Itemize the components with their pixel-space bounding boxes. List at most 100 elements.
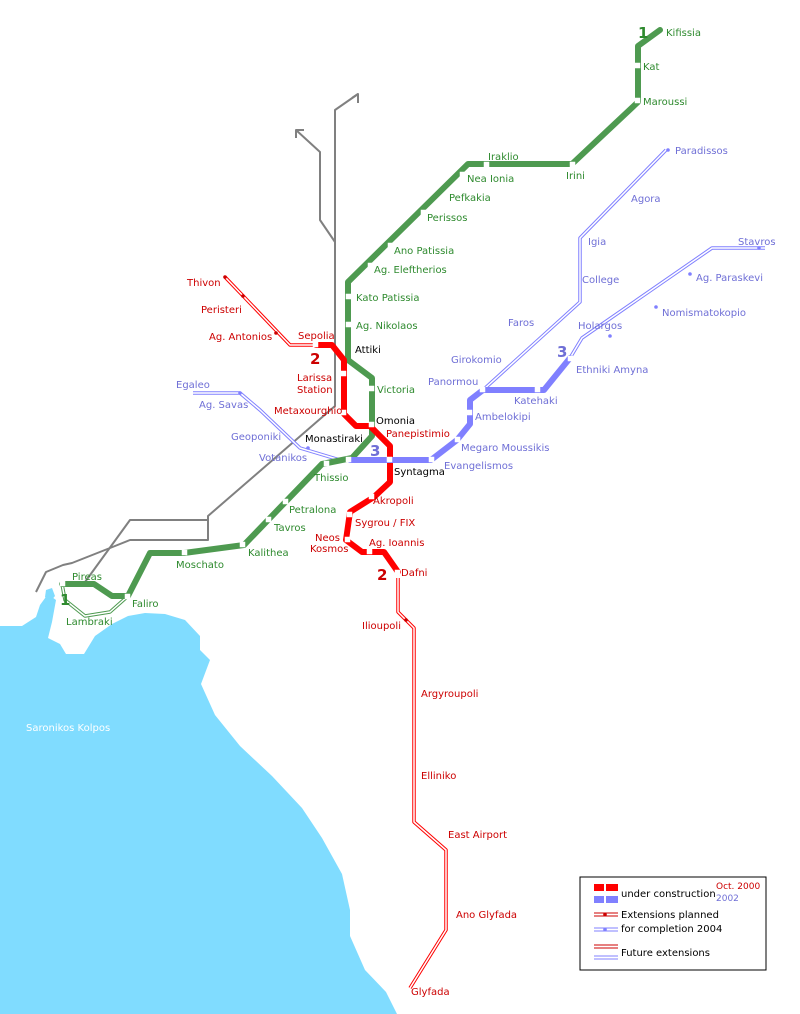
station-victoria: Victoria (377, 385, 415, 396)
station-markers (59, 62, 641, 600)
station-paradissos: Paradissos (675, 146, 728, 157)
station-kat: Kat (643, 62, 660, 73)
station-kifissia: Kifissia (666, 28, 701, 39)
line3-number-east: 3 (557, 343, 567, 361)
station-monastiraki: Monastiraki (305, 434, 363, 445)
station-nea-ionia: Nea Ionia (467, 174, 514, 185)
railway-north-arrow (351, 93, 359, 103)
station-attiki: Attiki (355, 345, 381, 356)
station-katehaki: Katehaki (514, 396, 558, 407)
station-ag-eleftherios: Ag. Eleftherios (374, 265, 447, 276)
station-agora: Agora (631, 194, 661, 205)
legend-date-blue: 2002 (716, 894, 739, 904)
station-faliro: Faliro (132, 599, 159, 610)
station-ambelokipi: Ambelokipi (475, 412, 531, 423)
sea-islet (45, 588, 55, 602)
station-geoponiki: Geoponiki (231, 432, 281, 443)
station-faros: Faros (508, 318, 534, 329)
line1-number-north: 1 (638, 24, 648, 42)
station-glyfada: Glyfada (411, 987, 450, 998)
line3-future-paradissos-inner (482, 149, 667, 391)
line2-future-north-inner (224, 276, 316, 346)
legend-box (579, 876, 767, 971)
station-girokomio: Girokomio (451, 355, 502, 366)
station-stavros: Stavros (738, 237, 776, 248)
station-college: College (582, 275, 619, 286)
station-pireas: Pireas (72, 572, 102, 583)
station-holargos: Holargos (578, 321, 622, 332)
station-sepolia: Sepolia (298, 331, 335, 342)
line2-track (313, 342, 401, 575)
line1-lambraki-loop-outer (60, 583, 130, 618)
line3-future-stavros-inner (569, 247, 765, 359)
future-station-dots (223, 148, 761, 622)
line2-number-north: 2 (310, 350, 320, 368)
station-ano-patissia: Ano Patissia (394, 246, 454, 257)
legend-date-red: Oct. 2000 (716, 882, 760, 892)
legend-under-construction: under construction (621, 889, 716, 900)
station-ag-paraskevi: Ag. Paraskevi (696, 273, 763, 284)
railway-west (295, 129, 336, 243)
line1-lambraki-loop-inner (61, 583, 129, 617)
station-peristeri: Peristeri (201, 305, 242, 316)
station-thissio: Thissio (313, 473, 349, 484)
station-irini: Irini (566, 171, 585, 182)
station-lambraki: Lambraki (66, 617, 113, 628)
sea-label: Saronikos Kolpos (26, 723, 110, 734)
station-iraklio: Iraklio (488, 152, 519, 163)
station-moschato: Moschato (176, 560, 224, 571)
legend: under construction Oct. 2000 2002 Extens… (579, 876, 767, 971)
station-megaro-moussikis: Megaro Moussikis (461, 443, 550, 454)
line1-number-south: 1 (60, 591, 70, 609)
station-maroussi: Maroussi (643, 97, 687, 108)
station-sygrou-fix: Sygrou / FIX (355, 518, 415, 529)
station-larissa-line1: Larissa (297, 373, 332, 384)
station-ag-antonios: Ag. Antonios (209, 332, 272, 343)
line3-future-paradissos-outer (481, 148, 668, 392)
station-votanikos: Votanikos (259, 453, 307, 464)
station-larissa-line2: Station (297, 385, 333, 396)
station-egaleo: Egaleo (176, 380, 210, 391)
station-omonia: Omonia (376, 416, 415, 427)
station-neos-line1: Neos (315, 533, 340, 544)
station-dafni: Dafni (401, 568, 427, 579)
station-ag-savas: Ag. Savas (199, 400, 248, 411)
line2-number-south: 2 (377, 566, 387, 584)
station-kalithea: Kalithea (248, 548, 289, 559)
legend-future-extensions: Future extensions (621, 948, 710, 959)
station-akropoli: Akropoli (373, 496, 414, 507)
station-ag-nikolaos: Ag. Nikolaos (356, 321, 418, 332)
station-evangelismos: Evangelismos (444, 461, 513, 472)
station-panormou: Panormou (428, 377, 478, 388)
line3-future-stavros-outer (568, 246, 765, 359)
station-east-airport: East Airport (448, 830, 507, 841)
station-ag-ioannis: Ag. Ioannis (369, 538, 424, 549)
station-kato-patissia: Kato Patissia (356, 293, 419, 304)
sea-area (0, 594, 397, 1014)
line2-future-south-inner (397, 578, 447, 989)
legend-planned-line2: for completion 2004 (621, 924, 722, 935)
station-pefkakia: Pefkakia (449, 193, 491, 204)
station-panepistimio: Panepistimio (386, 429, 450, 440)
railway-branch (84, 516, 209, 583)
station-perissos: Perissos (427, 213, 467, 224)
station-argyroupoli: Argyroupoli (421, 689, 478, 700)
station-metaxourghio: Metaxourghio (274, 406, 342, 417)
station-petralona: Petralona (289, 505, 336, 516)
railway-north (35, 93, 359, 593)
legend-planned-line1: Extensions planned (621, 910, 719, 921)
station-ano-glyfada: Ano Glyfada (456, 910, 517, 921)
station-neos-line2: Kosmos (310, 544, 348, 555)
station-ilioupoli: Ilioupoli (362, 621, 401, 632)
station-thivon: Thivon (186, 278, 221, 289)
station-ethniki-amyna: Ethniki Amyna (576, 365, 648, 376)
station-igia: Igia (588, 237, 606, 248)
line3-number-center: 3 (370, 442, 380, 460)
station-elliniko: Elliniko (421, 771, 456, 782)
railway-west-arrow (295, 129, 304, 138)
line2-future-south-outer (396, 578, 448, 989)
station-tavros: Tavros (273, 523, 306, 534)
station-syntagma: Syntagma (394, 467, 445, 478)
